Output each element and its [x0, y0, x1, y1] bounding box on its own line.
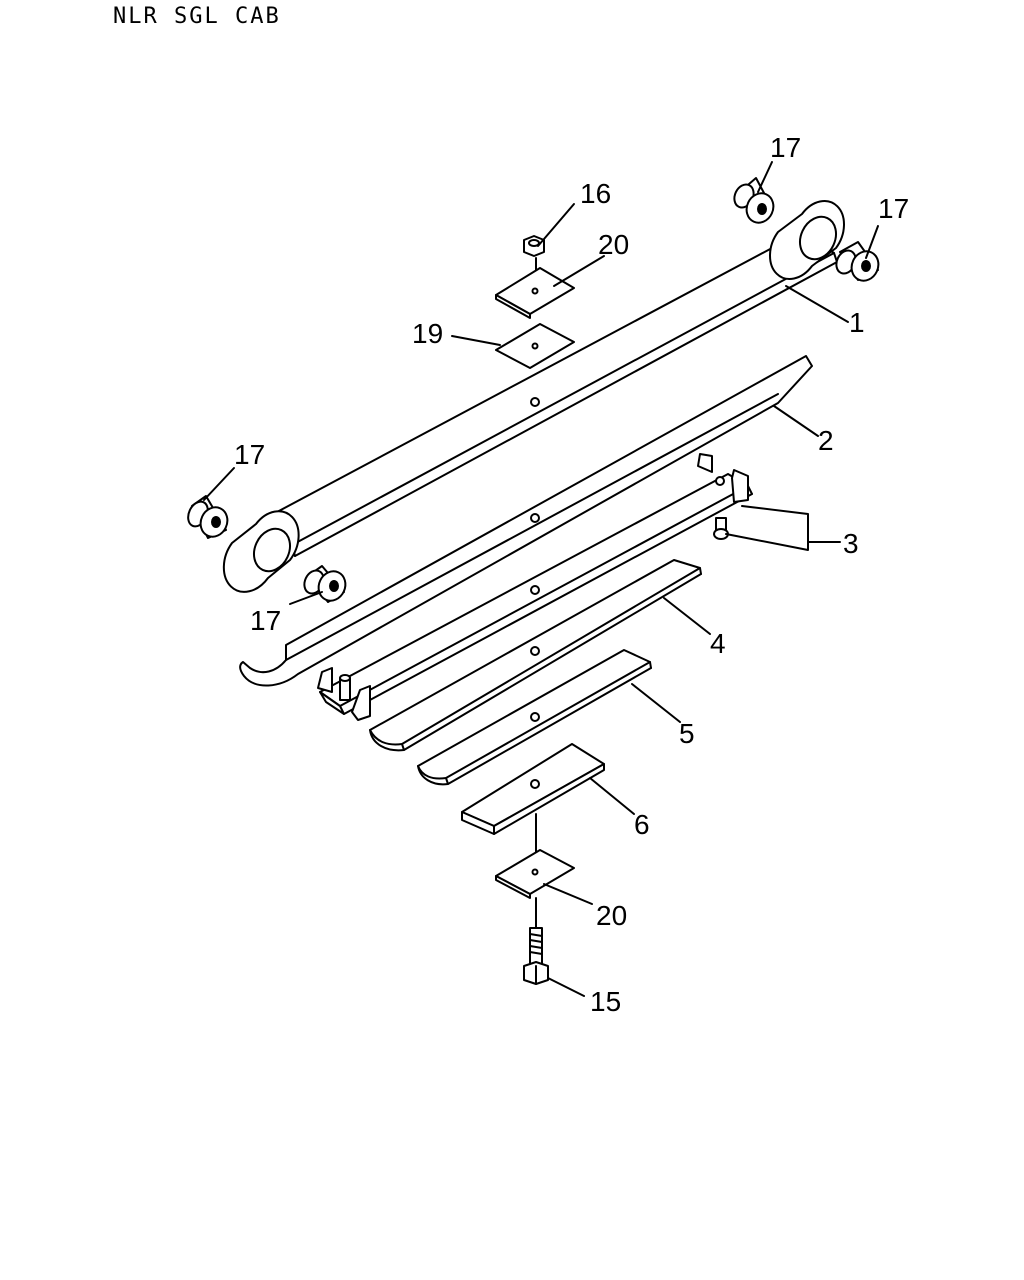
clip-leaf-part-3 [317, 453, 753, 721]
callout-17-top: 17 [770, 132, 801, 163]
plate-part-20-top [495, 267, 575, 319]
leaf-part-5 [417, 649, 652, 786]
callout-5: 5 [679, 718, 695, 749]
bushing-part-17-right [835, 241, 880, 282]
bushing-part-17-lower [303, 565, 347, 603]
callout-3: 3 [843, 528, 859, 559]
leader-lines [203, 161, 879, 997]
callout-4: 4 [710, 628, 726, 659]
callout-17-right: 17 [878, 193, 909, 224]
plate-part-20-bottom [495, 849, 575, 899]
callout-17-left: 17 [234, 439, 265, 470]
second-leaf-part-2 [239, 355, 813, 687]
callout-1: 1 [849, 307, 865, 338]
callout-19: 19 [412, 318, 443, 349]
nut-part-16 [523, 235, 545, 257]
plate-part-19 [495, 323, 575, 369]
bushing-part-17-left [187, 495, 229, 539]
callout-17-lower: 17 [250, 605, 281, 636]
bushing-part-17-top [733, 177, 775, 224]
callout-labels: 17 16 17 20 1 19 2 17 3 17 4 5 6 20 15 [234, 132, 909, 1017]
callout-2: 2 [818, 425, 834, 456]
callout-6: 6 [634, 809, 650, 840]
leaf-part-4 [369, 559, 702, 752]
leaf-part-6 [461, 743, 605, 835]
diagram-title: NLR SGL CAB [113, 4, 281, 29]
callout-20-top: 20 [598, 229, 629, 260]
callout-15: 15 [590, 986, 621, 1017]
callout-20-bottom: 20 [596, 900, 627, 931]
main-leaf-part-1 [222, 200, 845, 593]
bolt-part-15 [523, 927, 549, 985]
callout-16: 16 [580, 178, 611, 209]
